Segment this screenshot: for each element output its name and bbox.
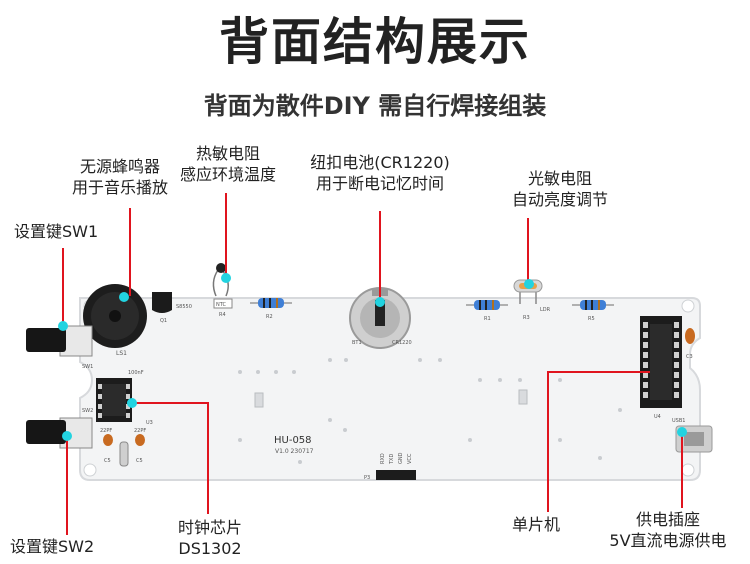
page-subtitle: 背面为散件DIY 需自行焊接组装 xyxy=(203,92,547,120)
silk-usb1: USB1 xyxy=(672,418,685,424)
label-clock: 时钟芯片 DS1302 xyxy=(160,517,260,559)
silk-p3: P3 xyxy=(364,475,370,481)
label-sw2: 设置键SW2 xyxy=(10,537,95,556)
silk-bt1: BT1 xyxy=(352,340,362,346)
label-usb-line1: 供电插座 xyxy=(635,510,700,529)
label-usb: 供电插座 5V直流电源供电 xyxy=(592,509,744,551)
transistor-q1: Q1 S8550 xyxy=(152,292,192,324)
silk-c5-b: C5 xyxy=(136,458,143,464)
dot-ntc xyxy=(221,273,231,283)
silk-r2: R2 xyxy=(266,314,273,320)
silk-s8550: S8550 xyxy=(176,304,192,310)
dot-clock xyxy=(127,398,137,408)
button-sw1: SW1 xyxy=(26,325,93,370)
dot-sw1 xyxy=(58,321,68,331)
silk-cr1220: CR1220 xyxy=(392,340,412,346)
silk-22pf-a: 22PF xyxy=(100,428,112,434)
silk-q1: Q1 xyxy=(160,318,167,324)
header-p3: P3 RXD TXD GND VCC xyxy=(364,452,416,481)
label-clock-line1: 时钟芯片 xyxy=(177,518,242,537)
dot-ldr xyxy=(524,279,534,289)
silk-r1: R1 xyxy=(484,316,491,322)
silk-sw2: SW2 xyxy=(82,408,93,414)
pcb-board xyxy=(79,297,701,481)
pointer-dots xyxy=(58,273,687,441)
silk-r5: R5 xyxy=(588,316,595,322)
dot-buzzer xyxy=(119,292,129,302)
page-title: 背面结构展示 xyxy=(219,13,531,71)
silk-22pf-b: 22PF xyxy=(134,428,146,434)
silk-100nf: 100nF xyxy=(128,370,144,376)
silk-sw1: SW1 xyxy=(82,364,93,370)
resistor-r1: R1 xyxy=(466,300,508,322)
silk-rxd: RXD xyxy=(380,453,386,464)
battery-holder: BT1 CR1220 xyxy=(349,287,412,349)
board-version-label: V1.0 230717 xyxy=(275,448,314,455)
label-battery-line1: 纽扣电池(CR1220) xyxy=(310,153,450,172)
pointer-lines xyxy=(62,193,683,535)
silk-vcc: VCC xyxy=(407,453,413,464)
label-sw1: 设置键SW1 xyxy=(14,222,99,241)
silk-r3: R3 xyxy=(523,315,530,321)
silk-ls1: LS1 xyxy=(116,350,127,357)
resistor-r5: R5 xyxy=(572,300,614,322)
pointer-mcu xyxy=(547,371,650,512)
silk-txd: TXD xyxy=(389,454,395,465)
label-buzzer-line1: 无源蜂鸣器 xyxy=(79,157,160,176)
dot-battery xyxy=(375,297,385,307)
mounting-hole xyxy=(681,463,695,477)
mounting-hole xyxy=(83,463,97,477)
label-clock-line2: DS1302 xyxy=(178,539,242,558)
crystal-and-caps: 22PF 22PF C5 C5 xyxy=(100,428,146,467)
label-ldr-line1: 光敏电阻 xyxy=(527,169,592,188)
silk-c3: C3 xyxy=(686,354,693,360)
label-mcu: 单片机 xyxy=(512,515,561,534)
label-battery: 纽扣电池(CR1220) 用于断电记忆时间 xyxy=(305,152,455,194)
label-ntc-line2: 感应环境温度 xyxy=(179,165,276,184)
clock-chip: U3 100nF xyxy=(96,370,153,426)
silk-gnd: GND xyxy=(398,452,404,464)
silk-ldr: LDR xyxy=(540,307,551,313)
dot-sw2 xyxy=(62,431,72,441)
silk-ntc: NTC xyxy=(216,302,227,308)
label-ldr: 光敏电阻 自动亮度调节 xyxy=(495,168,625,210)
mounting-hole xyxy=(681,299,695,313)
label-ntc: 热敏电阻 感应环境温度 xyxy=(168,143,288,185)
label-ldr-line2: 自动亮度调节 xyxy=(511,190,608,209)
silk-u3: U3 xyxy=(146,420,153,426)
buzzer-component: LS1 xyxy=(83,284,147,357)
label-ntc-line1: 热敏电阻 xyxy=(195,144,260,163)
board-model-label: HU-058 xyxy=(274,435,312,446)
mcu-socket: U4 C3 xyxy=(640,316,695,420)
silk-c5-a: C5 xyxy=(104,458,111,464)
silk-r4: R4 xyxy=(219,312,226,318)
resistor-r2: R2 xyxy=(250,298,292,320)
label-battery-line2: 用于断电记忆时间 xyxy=(315,174,444,193)
label-buzzer: 无源蜂鸣器 用于音乐播放 xyxy=(45,156,195,198)
dot-usb xyxy=(677,427,687,437)
label-buzzer-line2: 用于音乐播放 xyxy=(71,178,168,197)
ntc-thermistor: NTC R4 xyxy=(212,263,233,318)
pointer-clock xyxy=(132,402,209,514)
silk-u4: U4 xyxy=(654,414,661,420)
label-usb-line2: 5V直流电源供电 xyxy=(609,531,727,550)
